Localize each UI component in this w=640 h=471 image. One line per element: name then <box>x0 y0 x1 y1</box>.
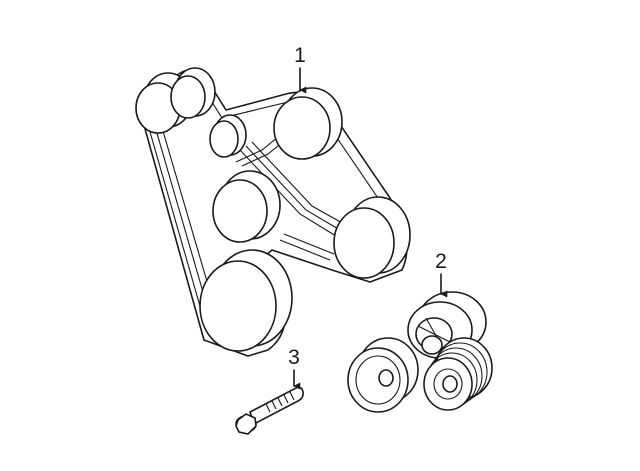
callout-1-label: 1 <box>294 44 306 67</box>
bolt-icon <box>235 386 304 435</box>
serpentine-belt-icon <box>135 67 411 357</box>
tensioner-pulley-icon <box>347 291 493 413</box>
callout-3-label: 3 <box>288 346 300 369</box>
callout-2: 2 <box>435 250 448 298</box>
callout-1: 1 <box>294 44 307 94</box>
callout-3: 3 <box>288 346 301 390</box>
callout-2-label: 2 <box>435 250 447 273</box>
